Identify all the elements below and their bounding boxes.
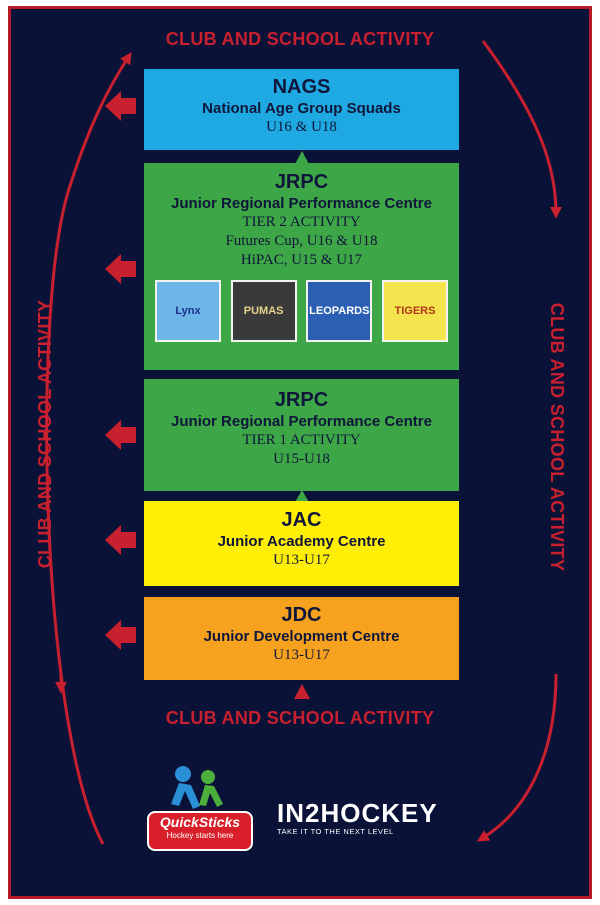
level-nags: NAGS National Age Group Squads U16 & U18	[144, 69, 459, 150]
exit-arrow-nags	[105, 91, 136, 121]
level-acronym: JRPC	[274, 171, 329, 193]
level-ages: U15-U18	[273, 451, 330, 467]
level-acronym: JAC	[281, 509, 322, 531]
lynx-logo: Lynx	[155, 280, 221, 342]
level-acronym: JDC	[281, 604, 322, 626]
level-acronym: JRPC	[274, 389, 329, 411]
in2hockey-logo: IN2HOCKEY TAKE IT TO THE NEXT LEVEL	[277, 799, 438, 837]
label-right: CLUB AND SCHOOL ACTIVITY	[547, 302, 567, 572]
cycle-arrow-bottom-right	[476, 673, 558, 842]
label-bottom: CLUB AND SCHOOL ACTIVITY	[165, 708, 435, 728]
level-tier: TIER 1 ACTIVITY	[242, 432, 361, 448]
in2hockey-tagline: TAKE IT TO THE NEXT LEVEL	[277, 827, 394, 836]
pumas-logo: PUMAS	[230, 280, 297, 342]
level-jac: JAC Junior Academy Centre U13-U17	[144, 501, 459, 586]
up-arrow-into-jac	[294, 490, 310, 504]
level-full-name: National Age Group Squads	[202, 100, 401, 117]
up-arrow-into-jdc	[294, 684, 310, 699]
level-ages: U16 & U18	[266, 119, 337, 135]
label-top: CLUB AND SCHOOL ACTIVITY	[165, 29, 435, 49]
level-jrpc-tier2: JRPC Junior Regional Performance Centre …	[144, 163, 459, 370]
level-jdc: JDC Junior Development Centre U13-U17	[144, 597, 459, 680]
leopards-logo: LEOPARDS	[306, 280, 373, 342]
level-event-futures-cup: Futures Cup, U16 & U18	[225, 233, 378, 249]
level-tier: TIER 2 ACTIVITY	[242, 214, 361, 230]
level-acronym: NAGS	[272, 76, 331, 98]
team-logos: Lynx PUMAS LEOPARDS TIGERS	[144, 280, 459, 342]
level-full-name: Junior Regional Performance Centre	[171, 195, 432, 212]
tigers-logo: TIGERS	[381, 280, 448, 342]
level-ages: U13-U17	[273, 552, 330, 568]
level-full-name: Junior Regional Performance Centre	[171, 413, 432, 430]
exit-arrow-jdc	[105, 620, 136, 650]
level-full-name: Junior Academy Centre	[217, 533, 386, 550]
cycle-arrow-top-right	[481, 40, 562, 219]
quicksticks-tagline: Hockey starts here	[166, 831, 234, 840]
arrows-layer	[45, 40, 562, 845]
exit-arrow-jac	[105, 525, 136, 555]
up-arrow-into-nags	[294, 151, 310, 166]
level-jrpc-tier1: JRPC Junior Regional Performance Centre …	[144, 379, 459, 491]
quicksticks-logo: QuickSticks Hockey starts here	[147, 811, 253, 851]
diagram-frame: CLUB AND SCHOOL ACTIVITY CLUB AND SCHOOL…	[8, 6, 592, 899]
quicksticks-name: QuickSticks	[159, 814, 241, 830]
level-ages: U13-U17	[273, 647, 330, 663]
in2hockey-name: IN2HOCKEY	[277, 798, 438, 828]
cycle-arrow-top-left	[45, 51, 132, 845]
level-full-name: Junior Development Centre	[203, 628, 400, 645]
level-event-hipac: HiPAC, U15 & U17	[240, 252, 363, 268]
exit-arrow-jrpc2	[105, 254, 136, 284]
label-left: CLUB AND SCHOOL ACTIVITY	[35, 299, 55, 569]
exit-arrow-jrpc1	[105, 420, 136, 450]
